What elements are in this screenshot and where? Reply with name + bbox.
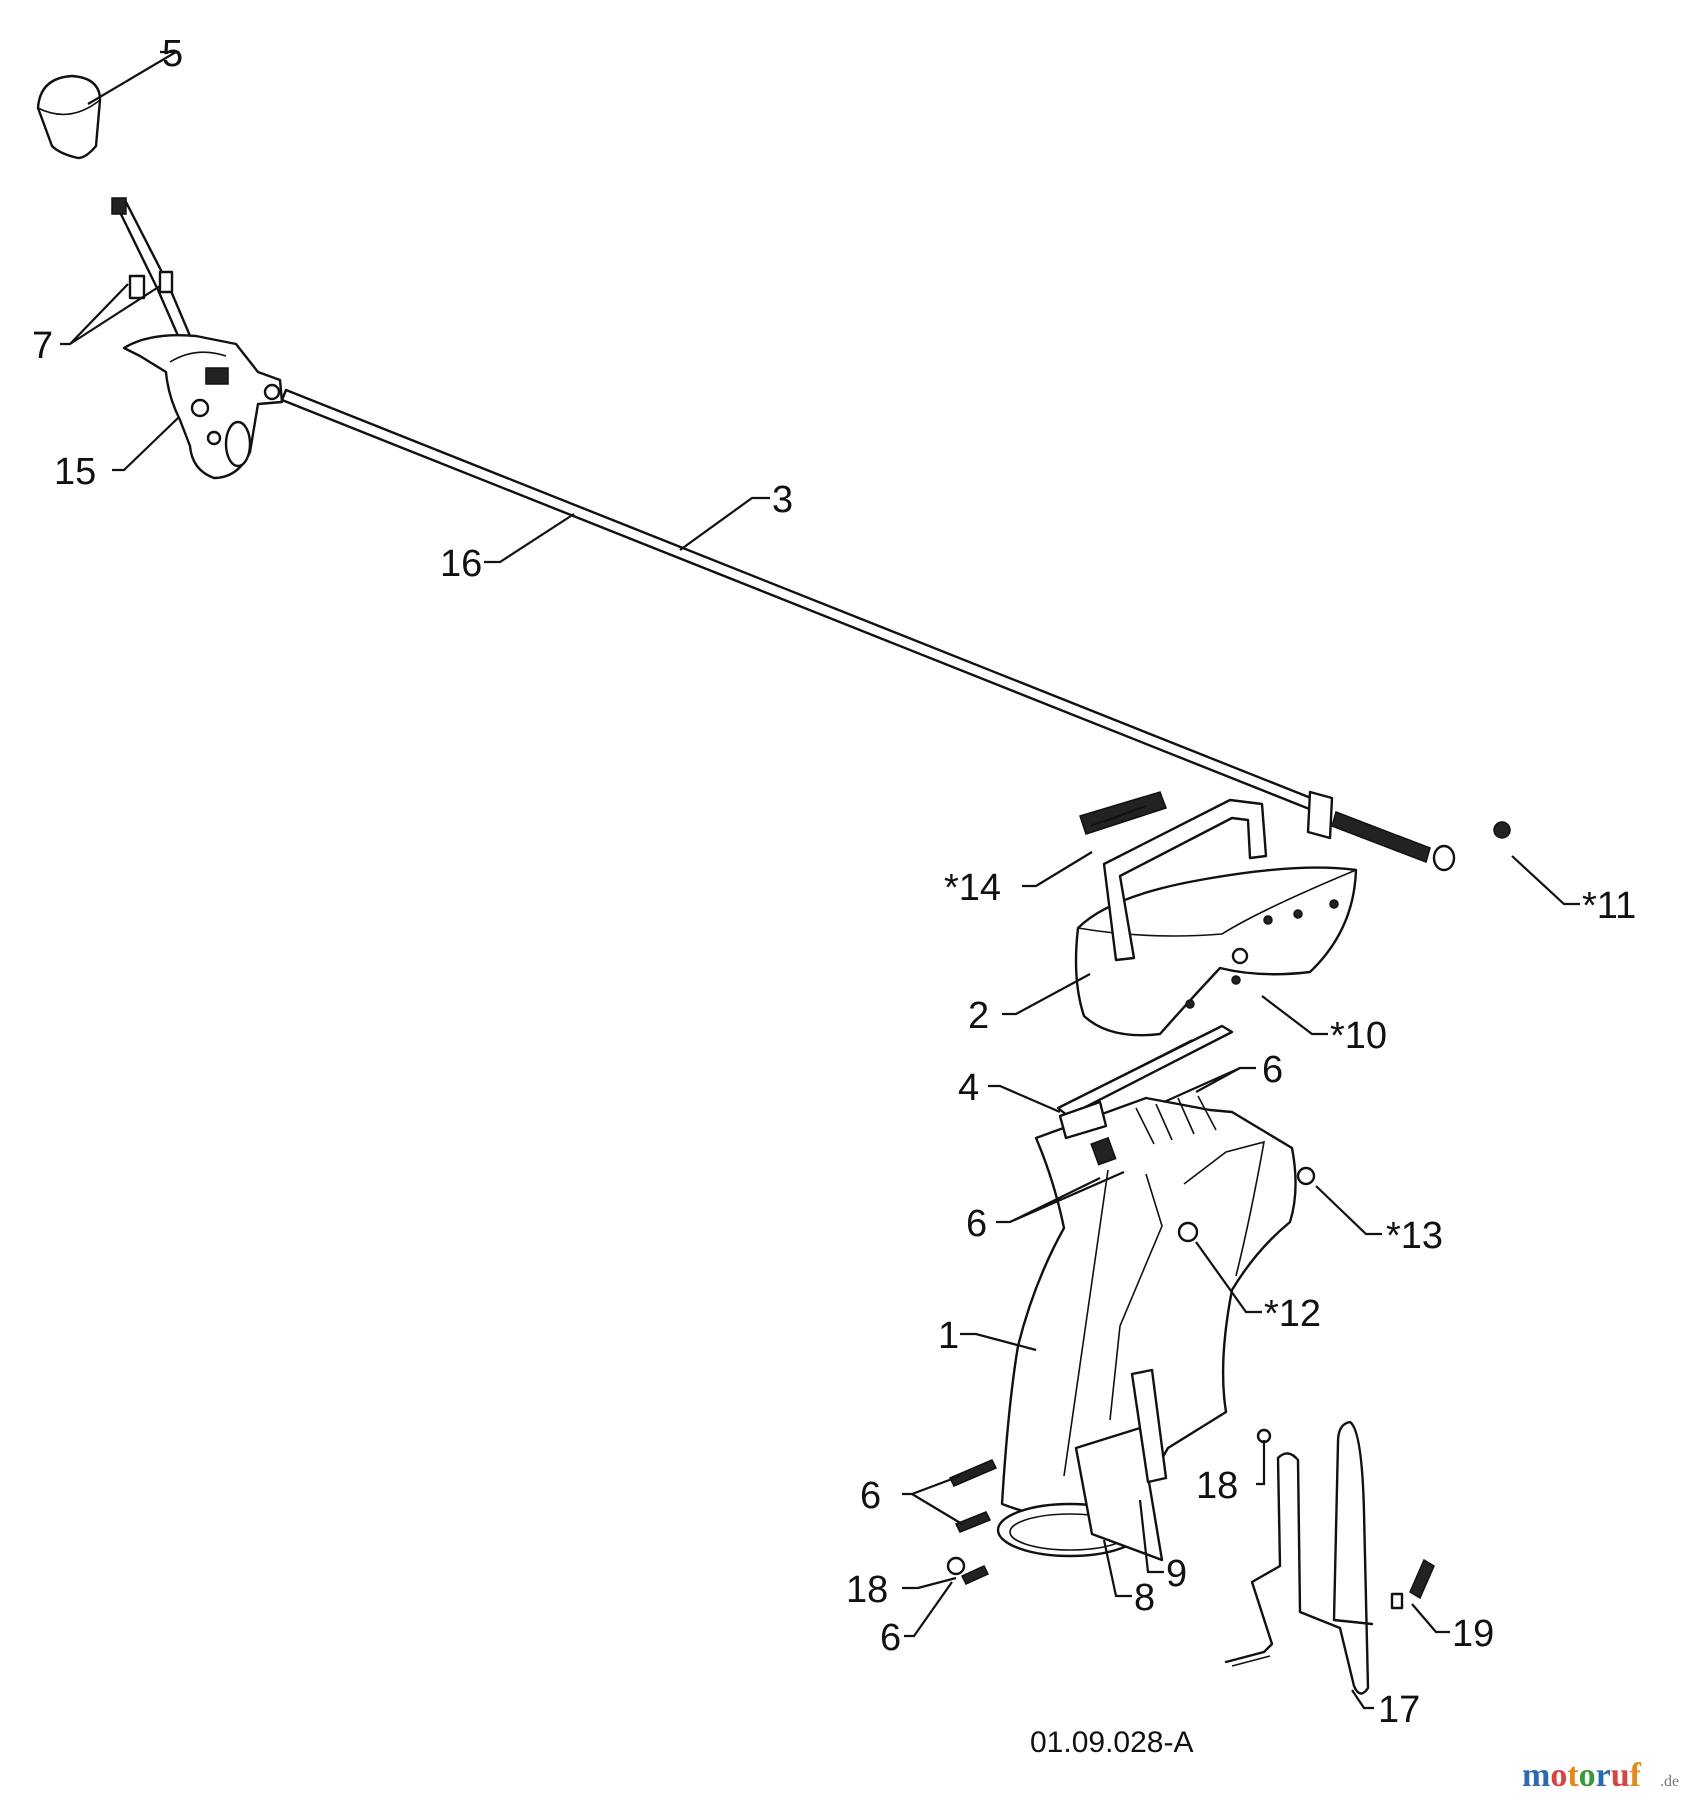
label-14: *14 [944, 867, 1001, 909]
part-cable [280, 388, 1456, 872]
part-washer-18-lower [946, 1556, 966, 1576]
label-11: *11 [1582, 885, 1636, 927]
drawing-code: 01.09.028-A [1030, 1726, 1193, 1759]
label-6-lower: 6 [860, 1475, 881, 1517]
part-nut-13 [1296, 1166, 1316, 1186]
part-shift-lever [111, 197, 198, 356]
callout-labels: 5 7 15 16 3 *14 *11 2 *10 4 6 6 *13 *12 … [32, 33, 1636, 1731]
part-wire-rod [1224, 1420, 1374, 1695]
label-3: 3 [772, 479, 793, 521]
label-8: 8 [1134, 1577, 1155, 1619]
label-7: 7 [32, 325, 53, 367]
part-bracket [122, 334, 284, 480]
label-18-upper: 18 [1196, 1465, 1238, 1507]
label-16: 16 [440, 543, 482, 585]
label-10: *10 [1330, 1015, 1387, 1057]
label-18-lower: 18 [846, 1569, 888, 1611]
watermark-suffix: .de [1660, 1773, 1679, 1790]
label-13: *13 [1386, 1215, 1443, 1257]
label-6-bottom: 6 [880, 1617, 901, 1659]
label-19: 19 [1452, 1613, 1494, 1655]
part-spring-14 [1079, 791, 1167, 835]
part-deflector [1074, 798, 1358, 1037]
part-knob [36, 74, 102, 160]
leader-lines [60, 50, 1580, 1710]
part-nut-11 [1493, 821, 1511, 839]
label-5: 5 [162, 33, 183, 75]
label-12: *12 [1264, 1293, 1321, 1335]
label-4: 4 [958, 1067, 979, 1109]
label-2: 2 [968, 995, 989, 1037]
label-15: 15 [54, 451, 96, 493]
part-chute [996, 1095, 1297, 1562]
part-bolts-6-lower [948, 1459, 998, 1585]
part-pin-19 [1390, 1558, 1435, 1610]
label-1: 1 [938, 1315, 959, 1357]
watermark-text: motoruf [1522, 1757, 1642, 1794]
label-9: 9 [1166, 1553, 1187, 1595]
label-6-upper-right: 6 [1262, 1049, 1283, 1091]
label-17: 17 [1378, 1689, 1420, 1731]
label-6-upper-left: 6 [966, 1203, 987, 1245]
watermark-logo: motoruf .de [1522, 1757, 1679, 1794]
